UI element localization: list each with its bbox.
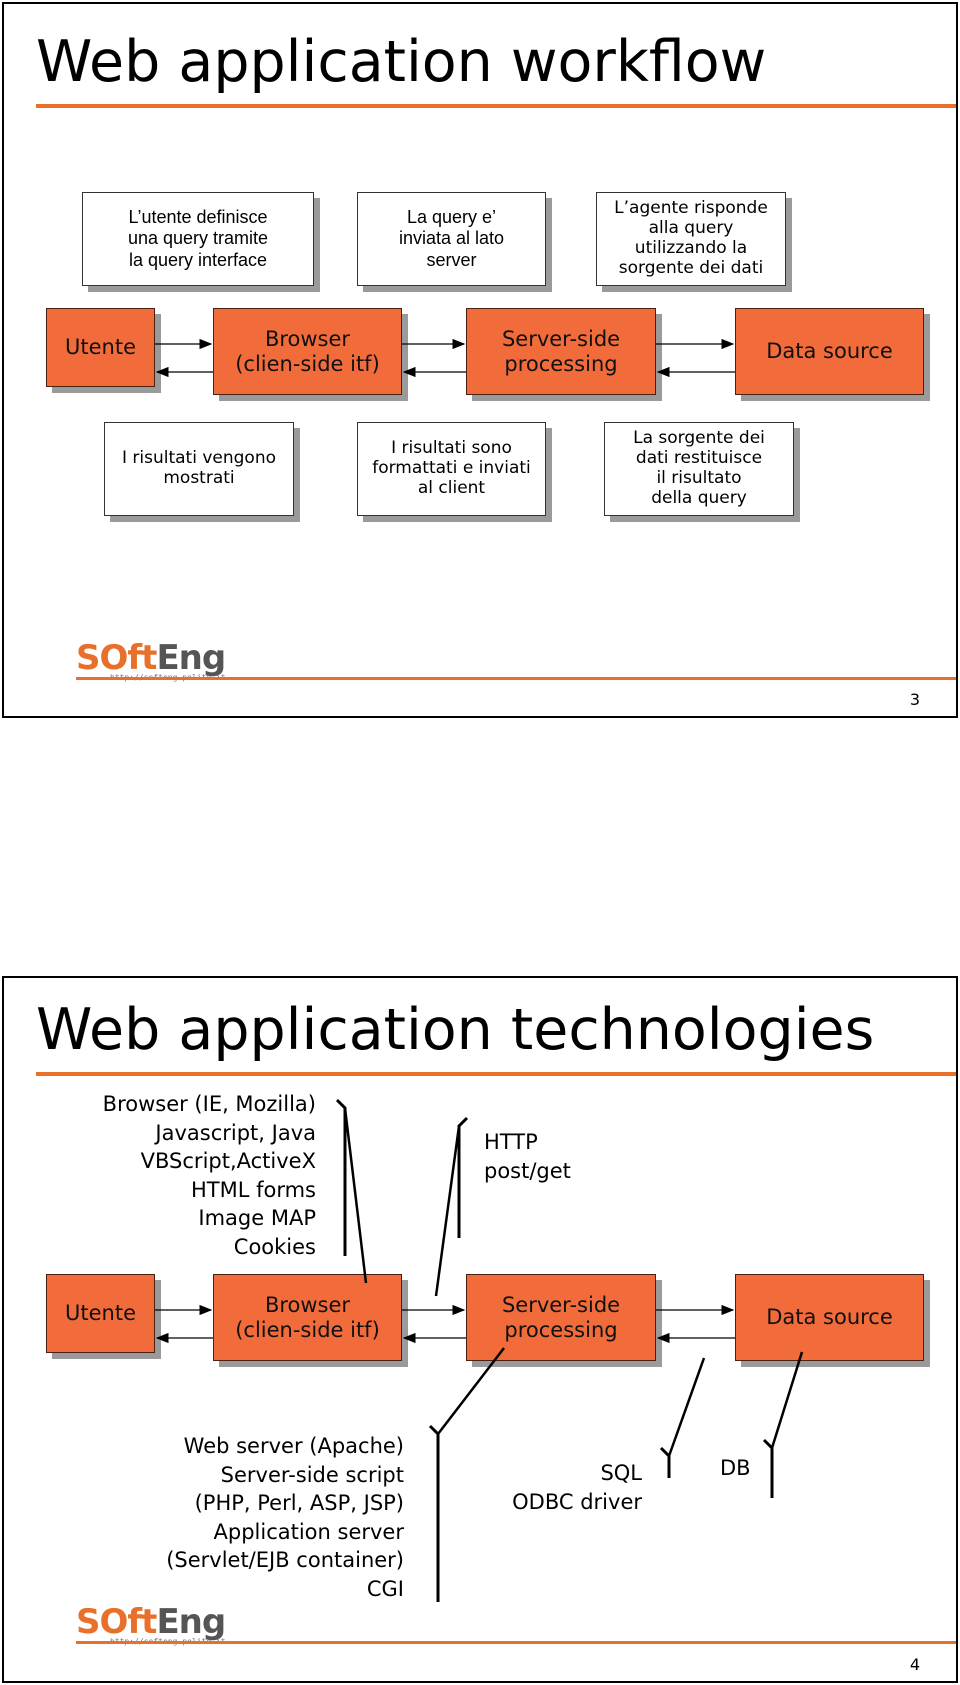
- note-user-query: L’utente definisce una query tramite la …: [82, 192, 314, 286]
- note-query-sent: La query e’ inviata al lato server: [357, 192, 546, 286]
- process-datasource: Data source: [735, 1274, 924, 1361]
- note-results-shown: I risultati vengono mostrati: [104, 422, 294, 516]
- slide-title: Web application technologies: [36, 997, 875, 1063]
- slide-workflow: Web application workflow L’utente defini…: [2, 2, 958, 718]
- slide-technologies: Web application technologies Browser (IE…: [2, 976, 958, 1683]
- title-underline: [36, 1072, 956, 1076]
- tech-arrows-brackets: [155, 1098, 804, 1602]
- process-server: Server-side processing: [466, 308, 656, 395]
- note-agent-responds: L’agente risponde alla query utilizzando…: [596, 192, 786, 286]
- flow-arrows: [155, 338, 735, 378]
- page-number: 4: [909, 1655, 920, 1674]
- process-utente: Utente: [46, 1274, 155, 1353]
- client-tech-list: Browser (IE, Mozilla) Javascript, Java V…: [102, 1092, 316, 1259]
- process-browser: Browser (clien-side itf): [213, 1274, 402, 1361]
- protocol-label: HTTP post/get: [484, 1130, 571, 1183]
- title-underline: [36, 104, 956, 108]
- process-utente: Utente: [46, 308, 155, 387]
- db-label: DB: [720, 1456, 751, 1480]
- footer-rule: [76, 677, 956, 680]
- process-datasource: Data source: [735, 308, 924, 395]
- page-number: 3: [909, 690, 920, 709]
- footer-rule: [76, 1641, 956, 1644]
- process-browser: Browser (clien-side itf): [213, 308, 402, 395]
- slide-title: Web application workflow: [36, 29, 767, 95]
- process-server: Server-side processing: [466, 1274, 656, 1361]
- note-source-returns: La sorgente dei dati restituisce il risu…: [604, 422, 794, 516]
- server-tech-list: Web server (Apache) Server-side script (…: [166, 1434, 404, 1601]
- db-access-list: SQL ODBC driver: [512, 1461, 642, 1514]
- note-results-formatted: I risultati sono formattati e inviati al…: [357, 422, 546, 516]
